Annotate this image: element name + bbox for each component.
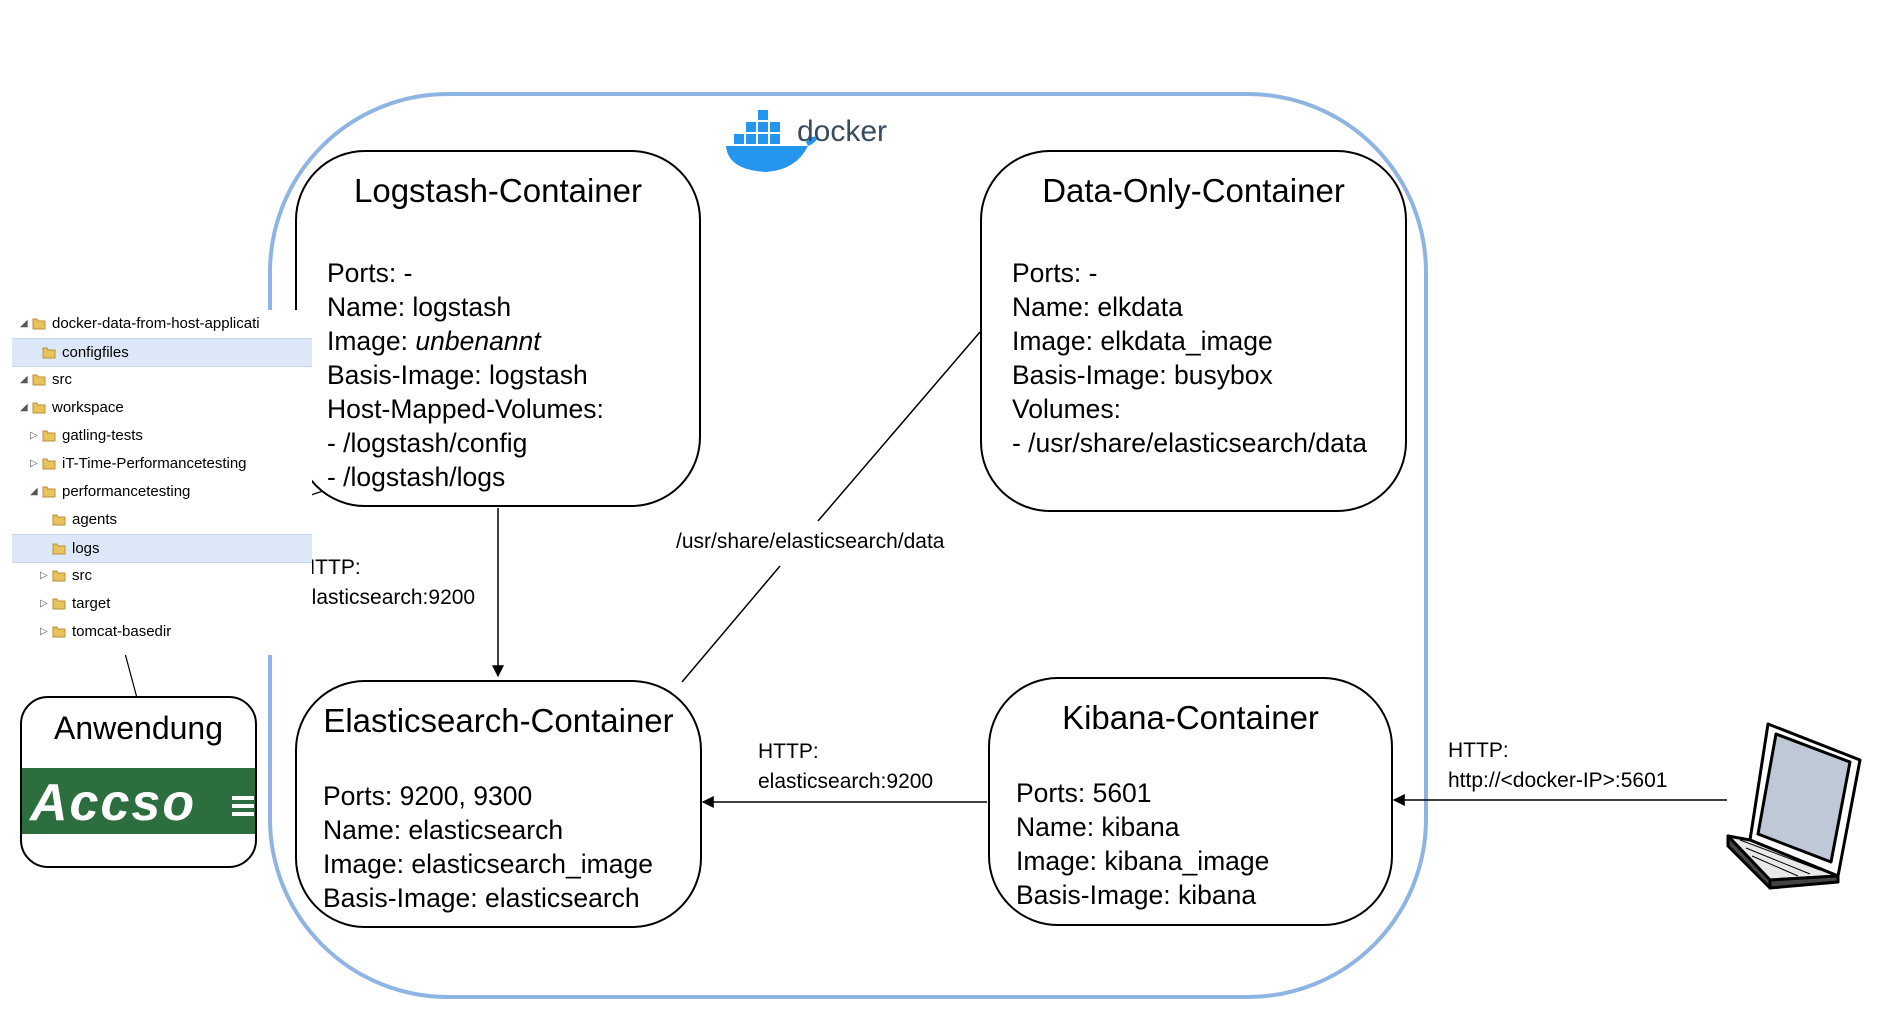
- tree-item[interactable]: agents: [12, 506, 312, 533]
- folder-icon: [52, 568, 66, 582]
- folder-icon: [52, 512, 66, 526]
- tree-item[interactable]: logs: [12, 534, 312, 563]
- collapse-arrow-icon[interactable]: ◢: [30, 486, 38, 497]
- edge-label-volume-link: /usr/share/elasticsearch/data: [676, 530, 945, 553]
- tree-item[interactable]: configfiles: [12, 338, 312, 367]
- folder-icon: [42, 456, 56, 470]
- data-only-details: Ports: - Name: elkdata Image: elkdata_im…: [1012, 256, 1367, 460]
- folder-icon: [52, 624, 66, 638]
- tree-item[interactable]: ▷ src: [12, 562, 312, 589]
- logstash-container-box: Logstash-Container Ports: - Name: logsta…: [295, 150, 701, 507]
- folder-icon: [52, 541, 66, 555]
- folder-icon: [42, 428, 56, 442]
- tree-item[interactable]: ▷ tomcat-basedir: [12, 618, 312, 645]
- tree-item[interactable]: ◢ workspace: [12, 394, 312, 421]
- kibana-ports: Ports: 5601: [1016, 778, 1152, 808]
- data-only-volumes-heading: Volumes:: [1012, 394, 1122, 424]
- logstash-basis-image: Basis-Image: logstash: [327, 360, 588, 390]
- tree-item-label: gatling-tests: [62, 427, 143, 444]
- expand-arrow-icon[interactable]: ▷: [40, 598, 48, 609]
- tree-item-label: docker-data-from-host-applicati: [52, 315, 260, 332]
- folder-icon: [32, 372, 46, 386]
- anwendung-box: Anwendung Accso: [20, 696, 257, 868]
- tree-item-label: tomcat-basedir: [72, 623, 172, 640]
- tree-item-label: src: [52, 371, 72, 388]
- kibana-image: Image: kibana_image: [1016, 846, 1270, 876]
- logstash-volume-config: - /logstash/config: [327, 428, 528, 458]
- edge-label-logstash-to-es-line2: elasticsearch:9200: [300, 586, 476, 609]
- tree-item[interactable]: ▷ iT-Time-Performancetesting: [12, 450, 312, 477]
- elasticsearch-details: Ports: 9200, 9300 Name: elasticsearch Im…: [323, 779, 653, 915]
- data-only-image: Image: elkdata_image: [1012, 326, 1273, 356]
- tree-item-label: target: [72, 595, 111, 612]
- folder-icon: [42, 484, 56, 498]
- edge-label-kibana-to-es: HTTP: elasticsearch:9200: [758, 737, 933, 797]
- logstash-title: Logstash-Container: [353, 172, 642, 209]
- expand-arrow-icon[interactable]: ▷: [30, 458, 38, 469]
- tree-item-label: src: [72, 567, 92, 584]
- data-only-ports: Ports: -: [1012, 258, 1098, 288]
- kibana-container-box: Kibana-Container Ports: 5601 Name: kiban…: [988, 677, 1393, 926]
- elasticsearch-image: Image: elasticsearch_image: [323, 849, 653, 879]
- anwendung-title: Anwendung: [53, 710, 224, 746]
- elasticsearch-container-box: Elasticsearch-Container Ports: 9200, 930…: [295, 680, 702, 928]
- logstash-image-label: Image:: [327, 326, 416, 356]
- tree-item[interactable]: ▷ target: [12, 590, 312, 617]
- collapse-arrow-icon[interactable]: ◢: [20, 374, 28, 385]
- data-only-title: Data-Only-Container: [1042, 172, 1345, 209]
- kibana-details: Ports: 5601 Name: kibana Image: kibana_i…: [1016, 776, 1269, 912]
- accso-logo-bars-icon: [232, 796, 254, 800]
- logstash-name: Name: logstash: [327, 292, 512, 322]
- tree-item-label: workspace: [52, 399, 124, 416]
- kibana-title: Kibana-Container: [1062, 699, 1319, 736]
- elasticsearch-basis-image: Basis-Image: elasticsearch: [323, 883, 640, 913]
- data-only-name: Name: elkdata: [1012, 292, 1183, 322]
- kibana-name: Name: kibana: [1016, 812, 1180, 842]
- elasticsearch-ports: Ports: 9200, 9300: [323, 781, 533, 811]
- data-only-basis-image: Basis-Image: busybox: [1012, 360, 1273, 390]
- edge-label-laptop-to-kibana: HTTP: http://<docker-IP>:5601: [1448, 736, 1667, 796]
- tree-item-label: performancetesting: [62, 483, 191, 500]
- data-only-volume-data: - /usr/share/elasticsearch/data: [1012, 428, 1367, 458]
- expand-arrow-icon[interactable]: ▷: [40, 570, 48, 581]
- edge-label-kibana-to-es-line1: HTTP:: [758, 740, 819, 763]
- logstash-image-value: unbenannt: [415, 326, 541, 356]
- collapse-arrow-icon[interactable]: ◢: [20, 318, 28, 329]
- tree-item-label: iT-Time-Performancetesting: [62, 455, 247, 472]
- logstash-volumes-heading: Host-Mapped-Volumes:: [327, 394, 604, 424]
- tree-item-label: agents: [72, 511, 118, 528]
- tree-item[interactable]: ◢ docker-data-from-host-applicati: [12, 310, 312, 337]
- expand-arrow-icon[interactable]: ▷: [40, 626, 48, 637]
- docker-logo-text: docker: [797, 115, 888, 148]
- folder-icon: [32, 400, 46, 414]
- tree-item-label: logs: [72, 540, 100, 557]
- accso-logo-text: Accso: [30, 774, 197, 832]
- edge-label-logstash-to-es-line1: HTTP:: [300, 556, 361, 579]
- edge-label-laptop-to-kibana-line2: http://<docker-IP>:5601: [1448, 769, 1668, 792]
- tree-item[interactable]: ◢ performancetesting: [12, 478, 312, 505]
- file-tree-panel: ◢ docker-data-from-host-applicati configfi…: [12, 310, 312, 655]
- logstash-ports: Ports: -: [327, 258, 413, 288]
- logstash-volume-logs: - /logstash/logs: [327, 462, 506, 492]
- folder-icon: [32, 316, 46, 330]
- expand-arrow-icon[interactable]: ▷: [30, 430, 38, 441]
- accso-logo: Accso: [22, 768, 255, 834]
- collapse-arrow-icon[interactable]: ◢: [20, 402, 28, 413]
- elasticsearch-title: Elasticsearch-Container: [323, 702, 674, 739]
- tree-item-label: configfiles: [62, 344, 129, 361]
- edge-label-laptop-to-kibana-line1: HTTP:: [1448, 739, 1509, 762]
- folder-icon: [52, 596, 66, 610]
- folder-icon: [42, 345, 56, 359]
- tree-item[interactable]: ◢ src: [12, 366, 312, 393]
- logstash-image: Image: unbenannt: [327, 324, 604, 358]
- kibana-basis-image: Basis-Image: kibana: [1016, 880, 1257, 910]
- logstash-details: Ports: - Name: logstash Image: unbenannt…: [327, 256, 604, 494]
- tree-item[interactable]: ▷ gatling-tests: [12, 422, 312, 449]
- edge-label-kibana-to-es-line2: elasticsearch:9200: [758, 770, 934, 793]
- data-only-container-box: Data-Only-Container Ports: - Name: elkda…: [980, 150, 1407, 512]
- edge-label-logstash-to-es: HTTP: elasticsearch:9200: [286, 553, 490, 619]
- elasticsearch-name: Name: elasticsearch: [323, 815, 564, 845]
